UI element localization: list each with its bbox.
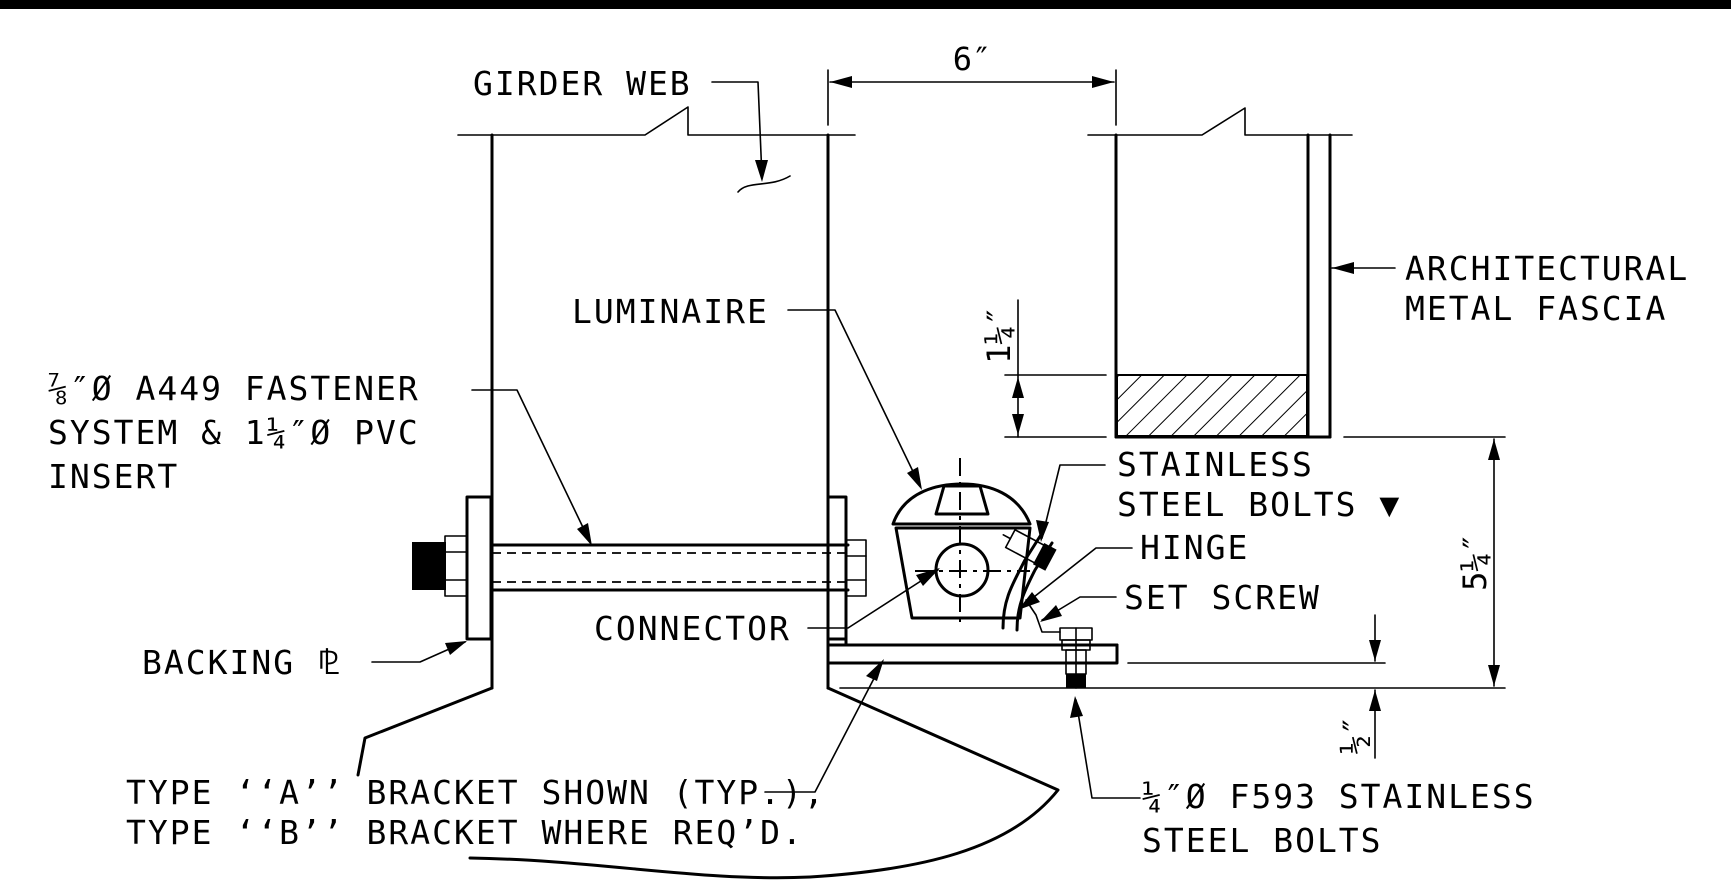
girder-web <box>356 106 1060 880</box>
type-a-bracket <box>826 528 1119 690</box>
f593-bolt <box>1059 627 1093 689</box>
label-connector: CONNECTOR <box>594 609 791 648</box>
dim-bottom-gap: ½″ <box>1127 614 1386 759</box>
dim-overall-height: 5¼″ <box>839 436 1506 689</box>
leader-lines <box>371 81 1396 799</box>
label-hinge: HINGE <box>1140 528 1249 567</box>
label-stainless-bolts-line2: STEEL BOLTS ▼ <box>1117 485 1401 524</box>
label-stainless-bolts-line1: STAINLESS <box>1117 445 1314 484</box>
label-fascia-line2: METAL FASCIA <box>1405 289 1667 328</box>
label-bracket-line1: TYPE ‘‘A’’ BRACKET SHOWN (TYP.), <box>126 773 826 812</box>
dim-fascia-band: 1¼″ <box>980 299 1107 438</box>
callout-labels: GIRDER WEB LUMINAIRE ⅞″Ø A449 FASTENER S… <box>48 64 1689 860</box>
label-backing-plate: BACKING ⅊ <box>142 643 342 682</box>
dim-bottom-gap-label: ½″ <box>1336 716 1374 755</box>
fascia-hatch-band <box>1116 374 1308 437</box>
dim-overall-height-label: 5¼″ <box>1456 533 1494 591</box>
label-fastener-line3: INSERT <box>48 457 179 496</box>
label-luminaire: LUMINAIRE <box>572 292 769 331</box>
label-f593-line2: STEEL BOLTS <box>1142 821 1383 860</box>
label-set-screw: SET SCREW <box>1124 578 1321 617</box>
architectural-fascia <box>1087 107 1353 439</box>
dim-fascia-band-label: 1¼″ <box>980 306 1018 364</box>
dim-top-spacing-label: 6″ <box>953 40 992 78</box>
fastener-assembly <box>412 495 867 641</box>
label-fascia-line1: ARCHITECTURAL <box>1405 249 1689 288</box>
label-f593-line1: ¼″Ø F593 STAINLESS <box>1142 777 1536 816</box>
dim-top-spacing: 6″ <box>827 40 1117 126</box>
label-fastener-line2: SYSTEM & 1¼″Ø PVC <box>48 413 420 452</box>
top-border <box>0 0 1731 9</box>
label-bracket-line2: TYPE ‘‘B’’ BRACKET WHERE REQ’D. <box>126 813 804 852</box>
label-girder-web: GIRDER WEB <box>473 64 692 103</box>
label-fastener-line1: ⅞″Ø A449 FASTENER <box>48 369 420 408</box>
